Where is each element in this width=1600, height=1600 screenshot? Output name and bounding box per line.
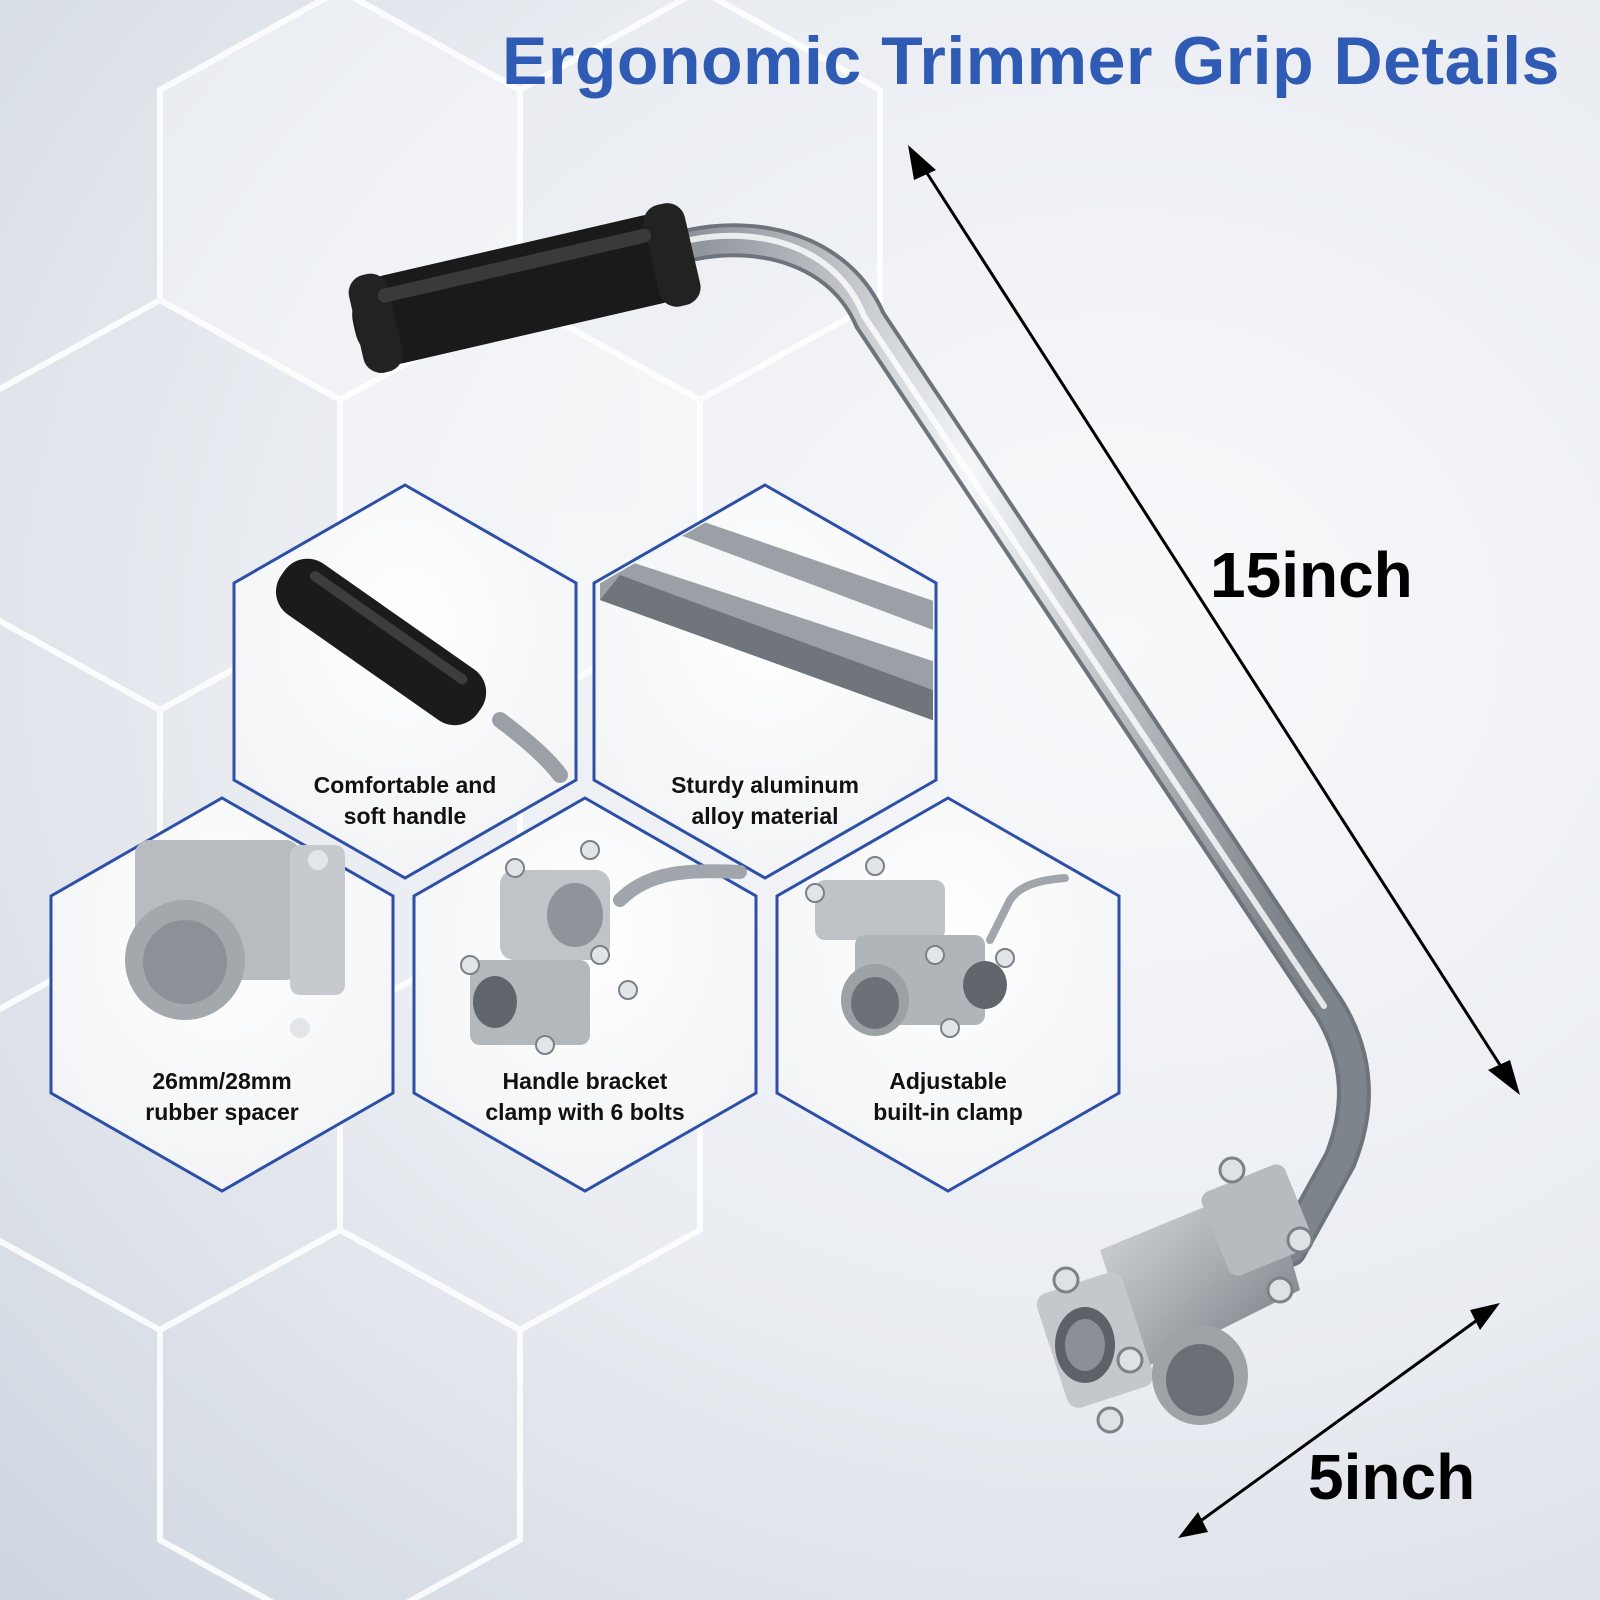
feature-caption-spacer: 26mm/28mm rubber spacer [97, 1066, 347, 1128]
feature-caption-line: rubber spacer [145, 1099, 299, 1125]
width-dimension-label: 5inch [1308, 1441, 1476, 1513]
feature-hex-material [592, 483, 938, 880]
feature-caption-bracket: Handle bracket clamp with 6 bolts [460, 1066, 710, 1128]
feature-hex-bracket [412, 796, 758, 1193]
width-arrow [1178, 1303, 1500, 1538]
feature-caption-handle: Comfortable and soft handle [280, 770, 530, 832]
feature-hex-adjustable [775, 796, 1121, 1193]
length-arrow [908, 145, 1520, 1095]
page-title: Ergonomic Trimmer Grip Details [502, 23, 1560, 99]
feature-hex-spacer [49, 796, 395, 1193]
grip-closeup-icon [275, 558, 568, 783]
feature-caption-line: Sturdy aluminum [671, 772, 859, 798]
feature-caption-line: soft handle [343, 803, 467, 829]
feature-caption-material: Sturdy aluminum alloy material [640, 770, 890, 832]
bracket-closeup-icon [460, 840, 747, 1055]
feature-caption-line: built-in clamp [873, 1099, 1023, 1125]
feature-caption-line: Comfortable and [313, 772, 497, 798]
feature-caption-adjustable: Adjustable built-in clamp [823, 1066, 1073, 1128]
handle-clamp [1036, 1156, 1314, 1434]
feature-caption-line: alloy material [691, 803, 839, 829]
spacer-closeup-icon [125, 840, 345, 1038]
feature-caption-line: Handle bracket [502, 1068, 668, 1094]
length-dimension-label: 15inch [1210, 539, 1413, 611]
adjustable-clamp-closeup-icon [805, 856, 1069, 1038]
feature-caption-line: 26mm/28mm [152, 1068, 292, 1094]
feature-hex-handle [232, 483, 578, 880]
rubber-grip [348, 203, 701, 373]
feature-caption-line: Adjustable [889, 1068, 1007, 1094]
tube-closeup-icon [600, 500, 933, 730]
feature-caption-line: clamp with 6 bolts [485, 1099, 685, 1125]
